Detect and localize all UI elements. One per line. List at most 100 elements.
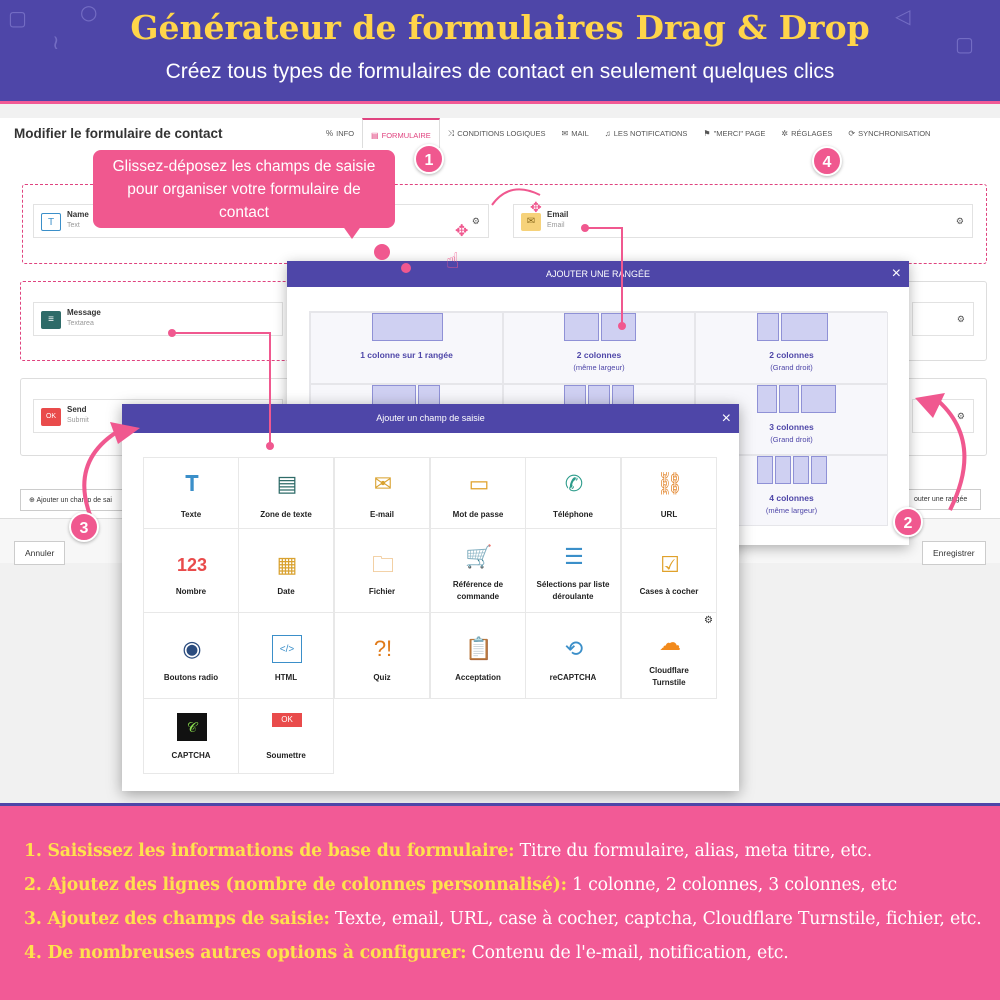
field-type-mot-de-passe[interactable]: ▭Mot de passe	[430, 457, 526, 529]
radio-icon: ◉	[182, 636, 202, 661]
link-icon: %	[326, 129, 334, 138]
decor-circle-icon: ○	[80, 0, 98, 24]
tab-merci-page[interactable]: ⚑"MERCI" PAGE	[703, 129, 766, 138]
calendar-icon: ▦	[276, 552, 298, 577]
gear-icon[interactable]: ⚙	[704, 615, 713, 626]
gear-icon[interactable]: ⚙	[471, 216, 480, 226]
tab-mail[interactable]: ✉MAIL	[561, 129, 589, 138]
field-type-telephone[interactable]: ✆Téléphone	[525, 457, 621, 529]
cloudflare-icon: ☁	[659, 630, 681, 655]
banner-title: Générateur de formulaires Drag & Drop	[130, 8, 870, 47]
number-icon: 123	[176, 555, 208, 575]
feature-line-4: 4. De nombreuses autres options à config…	[24, 943, 789, 963]
quiz-icon: ?!	[373, 636, 393, 661]
folder-icon: 🗀	[371, 552, 394, 577]
textarea-icon: ≡	[41, 311, 61, 329]
gear-icon[interactable]: ⚙	[956, 314, 965, 324]
modal-header: Ajouter un champ de saisie ×	[122, 404, 739, 433]
step-badge-1: 1	[414, 144, 444, 174]
feature-line-2: 2. Ajoutez des lignes (nombre de colonne…	[24, 875, 898, 895]
textarea-icon: ▤	[276, 471, 298, 496]
submit-button-icon: OK	[272, 713, 302, 727]
gear-icon: ✲	[781, 129, 789, 138]
field-type-boutons-radio[interactable]: ◉Boutons radio	[143, 612, 239, 699]
field-type-fichier[interactable]: 🗀Fichier	[334, 528, 430, 613]
modal-title: AJOUTER UNE RANGÉE	[545, 269, 650, 279]
top-banner: ▢ ○ ≀ ◁ ▢ Générateur de formulaires Drag…	[0, 0, 1000, 104]
modal-header: AJOUTER UNE RANGÉE ×	[287, 261, 909, 287]
field-type-email[interactable]: ✉E-mail	[334, 457, 430, 529]
password-icon: ▭	[468, 471, 490, 496]
clipboard-check-icon: 📋	[465, 636, 493, 661]
feature-line-1: 1. Saisissez les informations de base du…	[24, 841, 873, 861]
field-type-cases-a-cocher[interactable]: ☑Cases à cocher	[621, 528, 717, 613]
add-row-button[interactable]: outer une rangée	[905, 489, 981, 510]
field-type-html[interactable]: </>HTML	[238, 612, 334, 699]
callout-dot	[374, 244, 390, 260]
row-option-1col[interactable]: 1 colonne sur 1 rangée	[310, 312, 503, 384]
tab-notifications[interactable]: ♫LES NOTIFICATIONS	[604, 129, 688, 138]
phone-icon: ✆	[564, 471, 584, 496]
decor-square-icon: ▢	[8, 6, 27, 30]
step-badge-3: 3	[69, 512, 99, 542]
feature-list-footer: 1. Saisissez les informations de base du…	[0, 803, 1000, 1000]
editor-tabs: %INFO ▤FORMULAIRE ⤨CONDITIONS LOGIQUES ✉…	[318, 118, 938, 148]
save-button[interactable]: Enregistrer	[922, 541, 986, 565]
text-field-icon: T	[41, 213, 61, 231]
checkbox-icon: ☑	[660, 552, 680, 577]
text-field-icon: 𝐓	[184, 471, 200, 496]
decor-squiggle-icon: ≀	[52, 30, 60, 54]
mail-icon: ✉	[561, 129, 569, 138]
page-title: Modifier le formulaire de contact	[14, 126, 223, 141]
cancel-button[interactable]: Annuler	[14, 541, 66, 565]
code-icon: </>	[272, 635, 302, 663]
field-message-right[interactable]: ⚙	[912, 302, 974, 336]
form-icon: ▤	[371, 131, 379, 140]
field-type-url[interactable]: ⛓URL	[621, 457, 717, 529]
gear-icon[interactable]: ⚙	[956, 411, 965, 421]
tab-formulaire[interactable]: ▤FORMULAIRE	[362, 118, 440, 148]
field-type-liste-deroulante[interactable]: ☰Sélections par liste déroulante	[525, 528, 621, 613]
banner-subtitle: Créez tous types de formulaires de conta…	[165, 60, 835, 83]
tab-conditions-logiques[interactable]: ⤨CONDITIONS LOGIQUES	[447, 129, 546, 138]
decor-triangle-icon: ◁	[895, 4, 911, 28]
field-message[interactable]: ≡ Message Textarea	[33, 302, 283, 336]
step-badge-4: 4	[812, 146, 842, 176]
decor-square-icon: ▢	[955, 32, 974, 56]
shuffle-icon: ⤨	[447, 129, 455, 138]
row-option-2col-right[interactable]: 2 colonnes (Grand droit)	[695, 312, 888, 384]
gear-icon[interactable]: ⚙	[955, 216, 964, 226]
feature-line-3: 3. Ajoutez des champs de saisie: Texte, …	[24, 909, 982, 929]
callout-dot	[401, 263, 411, 273]
tab-info[interactable]: %INFO	[326, 129, 355, 138]
field-type-recaptcha[interactable]: ⟲reCAPTCHA	[525, 612, 621, 699]
bell-icon: ♫	[604, 129, 611, 138]
row-option-2col-equal[interactable]: 2 colonnes (même largeur)	[503, 312, 695, 384]
field-send-right[interactable]: ⚙	[912, 399, 974, 433]
envelope-icon: ✉	[521, 213, 541, 231]
callout-tail	[342, 225, 362, 239]
recaptcha-icon: ⟲	[564, 636, 584, 661]
field-type-cloudflare[interactable]: ⚙☁Cloudflare Turnstile	[621, 612, 717, 699]
step-badge-2: 2	[893, 507, 923, 537]
close-icon[interactable]: ×	[891, 265, 901, 282]
field-type-zone-de-texte[interactable]: ▤Zone de texte	[238, 457, 334, 529]
tab-synchronisation[interactable]: ⟳SYNCHRONISATION	[848, 129, 931, 138]
captcha-icon: 𝒞	[177, 713, 207, 741]
submit-button-icon: OK	[41, 408, 61, 426]
field-type-acceptation[interactable]: 📋Acceptation	[430, 612, 526, 699]
modal-title: Ajouter un champ de saisie	[376, 413, 485, 423]
close-icon[interactable]: ×	[721, 410, 731, 427]
field-email[interactable]: ✉ Email Email ⚙	[513, 204, 973, 238]
add-field-button[interactable]: ⊕ Ajouter un champ de sai	[20, 489, 128, 511]
cart-icon: 🛒	[465, 544, 493, 569]
field-type-quiz[interactable]: ?!Quiz	[334, 612, 430, 699]
field-type-reference-commande[interactable]: 🛒Référence de commande	[430, 528, 526, 613]
tab-reglages[interactable]: ✲RÉGLAGES	[781, 129, 833, 138]
field-type-date[interactable]: ▦Date	[238, 528, 334, 613]
